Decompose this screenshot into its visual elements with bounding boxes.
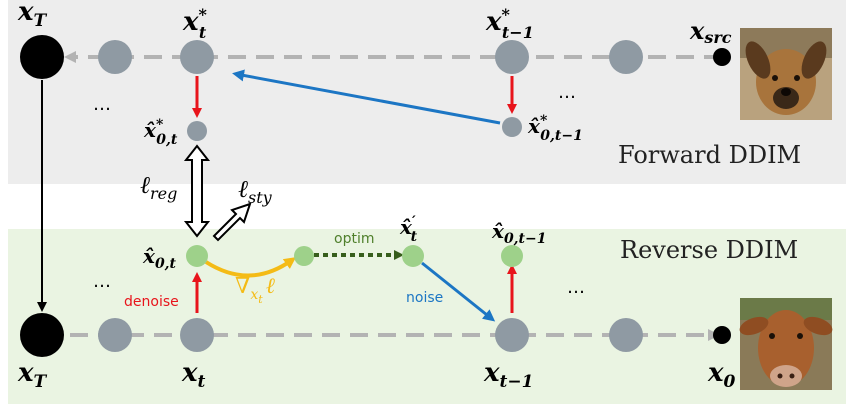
label-xsrc: xsrc [689,16,732,47]
label-xt1: xt−1 [483,358,533,392]
forward-node-xt-star [180,40,214,74]
forward-panel [8,0,846,184]
forward-node-xT [20,35,64,79]
label-xt-prime: x̂′t [399,214,418,245]
result-image [739,298,833,390]
forward-node-x0t-star [187,121,207,141]
label-xt-star: x*t [182,5,208,42]
forward-node-xt1-star [495,40,529,74]
reverse-node-xt [180,318,214,352]
label-x0t1: x̂0,t−1 [491,219,547,247]
label-xt: xt [181,358,206,392]
reverse-node-grad [294,246,314,266]
noise-label: noise [406,290,443,306]
label-grad: ∇xtℓ [235,274,276,306]
reverse-node-x0t1 [501,245,523,267]
forward-node [609,40,643,74]
label-xT-forward: xT [17,0,48,31]
label-xt1-star: x*t−1 [485,5,534,42]
forward-title: Forward DDIM [618,141,801,169]
forward-ellipsis: … [93,94,111,115]
forward-node [98,40,132,74]
reverse-panel [8,229,846,404]
denoise-label: denoise [124,294,179,310]
label-l-reg: ℓreg [140,171,177,203]
optim-label: optim [334,231,374,247]
label-x0: x0 [707,358,736,392]
reverse-ellipsis: … [93,271,111,292]
forward-node-xsrc [713,48,731,66]
reverse-node-xt-prime [402,245,424,267]
l-reg-arrow [183,144,211,238]
source-image [740,28,832,120]
reverse-node-xT [20,313,64,357]
reverse-title: Reverse DDIM [620,236,798,264]
forward-node-x0t1-star [502,117,522,137]
reverse-node-xt1 [495,318,529,352]
reverse-node [609,318,643,352]
label-x0t1-star: x̂*0,t−1 [527,113,583,144]
forward-noise-arrow [232,69,501,125]
label-x0t: x̂0,t [142,244,177,272]
label-l-sty: ℓsty [238,175,273,207]
forward-ellipsis: … [558,82,576,103]
reverse-node-x0t [186,245,208,267]
reverse-node-x0 [713,326,731,344]
label-x0t-star: x̂*0,t [143,117,178,148]
reverse-node [98,318,132,352]
noise-arrow [421,261,496,322]
label-xT-reverse: xT [17,358,48,392]
l-sty-arrow [212,202,252,242]
gradient-arrow [204,257,297,278]
reverse-ellipsis: … [567,277,585,298]
